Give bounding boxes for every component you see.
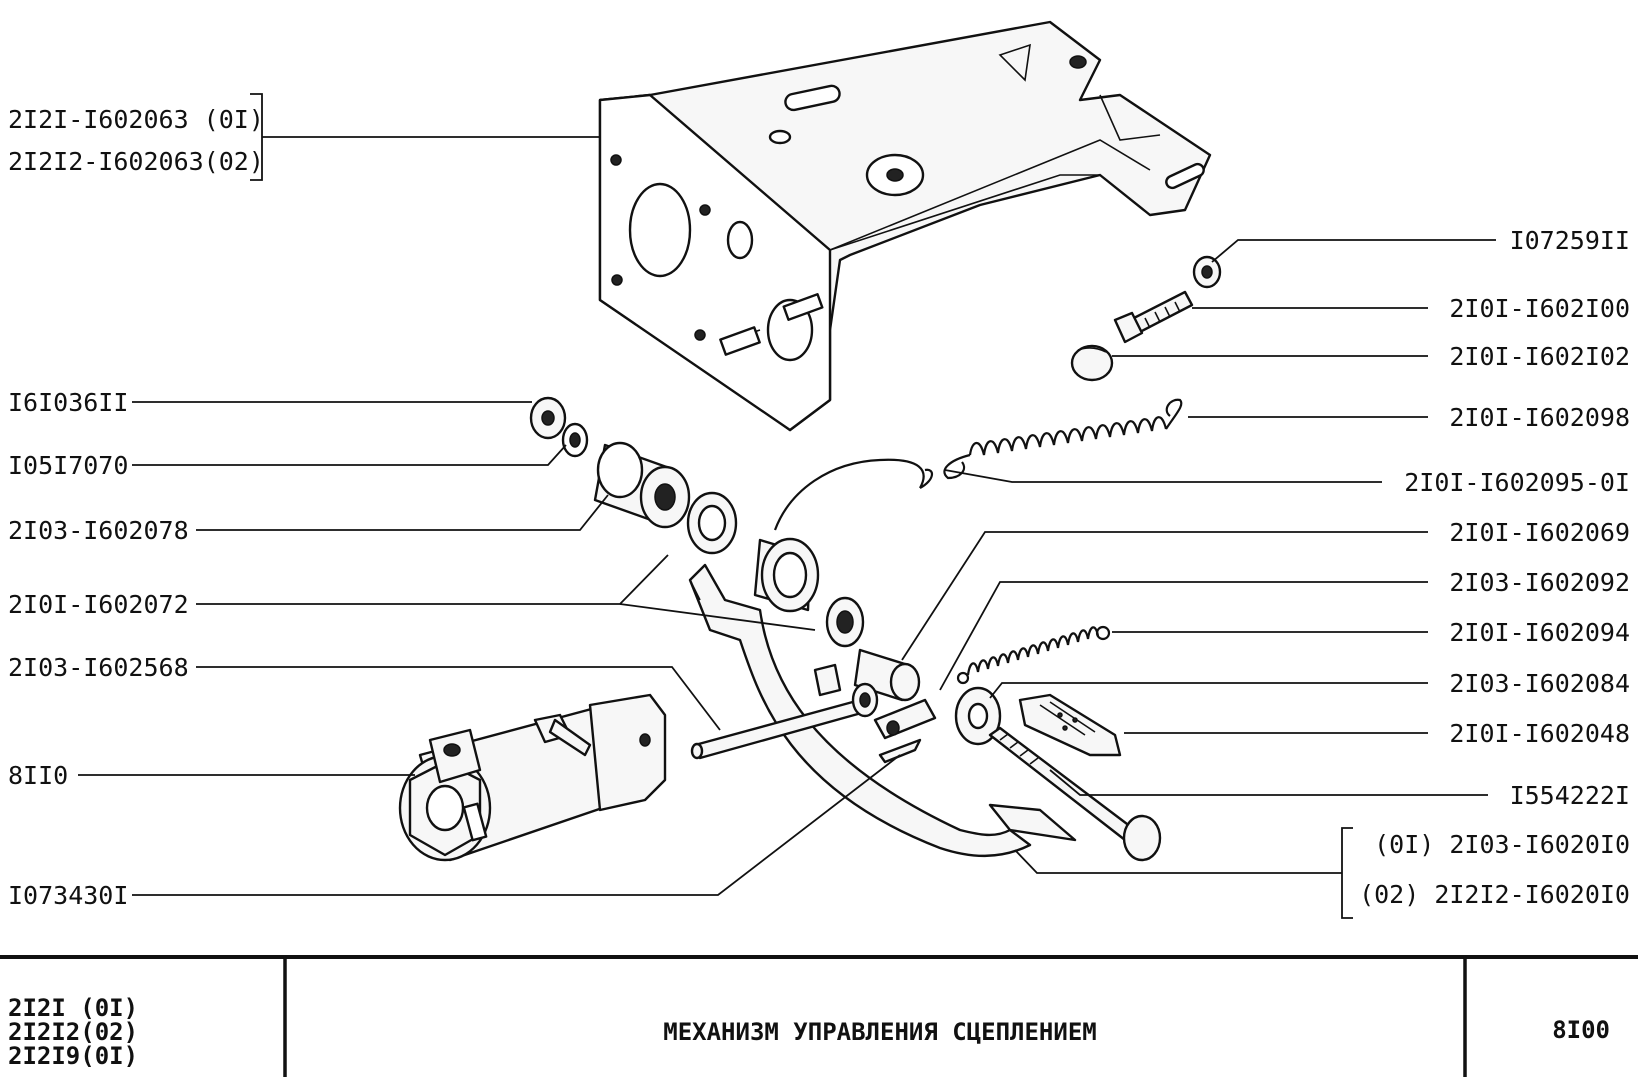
label-bushing: 2I03-I602078 <box>8 516 189 545</box>
bolt <box>1113 290 1194 344</box>
label-bolt: 2I0I-I602I00 <box>1449 294 1630 323</box>
label-master-cylinder: 8II0 <box>8 761 68 790</box>
label-pivot-bolt: I554222I <box>1510 781 1630 810</box>
label-sleeve: 2I0I-I602069 <box>1449 518 1630 547</box>
label-washer-2: 2I03-I602092 <box>1449 568 1630 597</box>
right-labels: I07259II 2I0I-I602I00 2I0I-I602I02 2I0I-… <box>1359 226 1630 909</box>
label-washer: I05I7070 <box>8 451 128 480</box>
bushing-mid <box>686 491 738 555</box>
title-block: 2I2I (0I) 2I2I2(02) 2I2I9(0I) МЕХАНИЗМ У… <box>0 955 1638 1077</box>
master-cylinder <box>398 693 667 862</box>
left-labels: 2I2I-I602063 (0I) 2I2I2-I602063(02) I6I0… <box>8 105 264 910</box>
models-line-2: 2I2I2(02) <box>8 1018 138 1046</box>
label-bumper: 2I0I-I602I02 <box>1449 342 1630 371</box>
pushrod <box>690 682 879 760</box>
label-return-spring: 2I0I-I602098 <box>1449 403 1630 432</box>
washer-right <box>954 686 1002 746</box>
label-nut: I6I036II <box>8 388 128 417</box>
washer-left <box>561 422 589 458</box>
label-washer-3: 2I03-I602084 <box>1449 669 1630 698</box>
label-pedal-02: (02) 2I2I2-I6020I0 <box>1359 880 1630 909</box>
label-pedal-01: (0I) 2I03-I6020I0 <box>1374 830 1630 859</box>
models-line-1: 2I2I (0I) <box>8 994 138 1022</box>
clutch-pedal <box>688 563 1077 858</box>
label-pedal-pad: 2I0I-I602048 <box>1449 719 1630 748</box>
return-spring <box>943 398 1183 480</box>
pedal-bracket <box>598 20 1212 432</box>
pedal-hub <box>753 537 865 648</box>
cotter-pin <box>878 738 922 764</box>
label-assist-spring: 2I0I-I602094 <box>1449 618 1630 647</box>
models-line-3: 2I2I9(0I) <box>8 1042 138 1070</box>
clevis-link <box>873 698 937 740</box>
leader-lines <box>78 93 1496 919</box>
bushing-left <box>593 441 691 529</box>
label-bushing-2: 2I0I-I602072 <box>8 590 189 619</box>
diagram-title: МЕХАНИЗМ УПРАВЛЕНИЯ СЦЕПЛЕНИЕМ <box>663 1018 1096 1046</box>
bumper <box>1070 344 1114 382</box>
pivot-bolt <box>988 726 1162 862</box>
label-bracket-01: 2I2I-I602063 (0I) <box>8 105 264 134</box>
sheet-code: 8I00 <box>1552 1016 1610 1044</box>
label-spring-clip: 2I0I-I602095-0I <box>1404 468 1630 497</box>
nut-left <box>529 396 567 440</box>
pedal-pad <box>1018 693 1122 757</box>
label-nut-small: I07259II <box>1510 226 1630 255</box>
label-pushrod: 2I03-I602568 <box>8 653 189 682</box>
nut-small <box>1192 255 1222 289</box>
assist-spring <box>956 625 1111 685</box>
spring-clip <box>773 458 933 531</box>
label-cotter-pin: I073430I <box>8 881 128 910</box>
label-bracket-02: 2I2I2-I602063(02) <box>8 147 264 176</box>
